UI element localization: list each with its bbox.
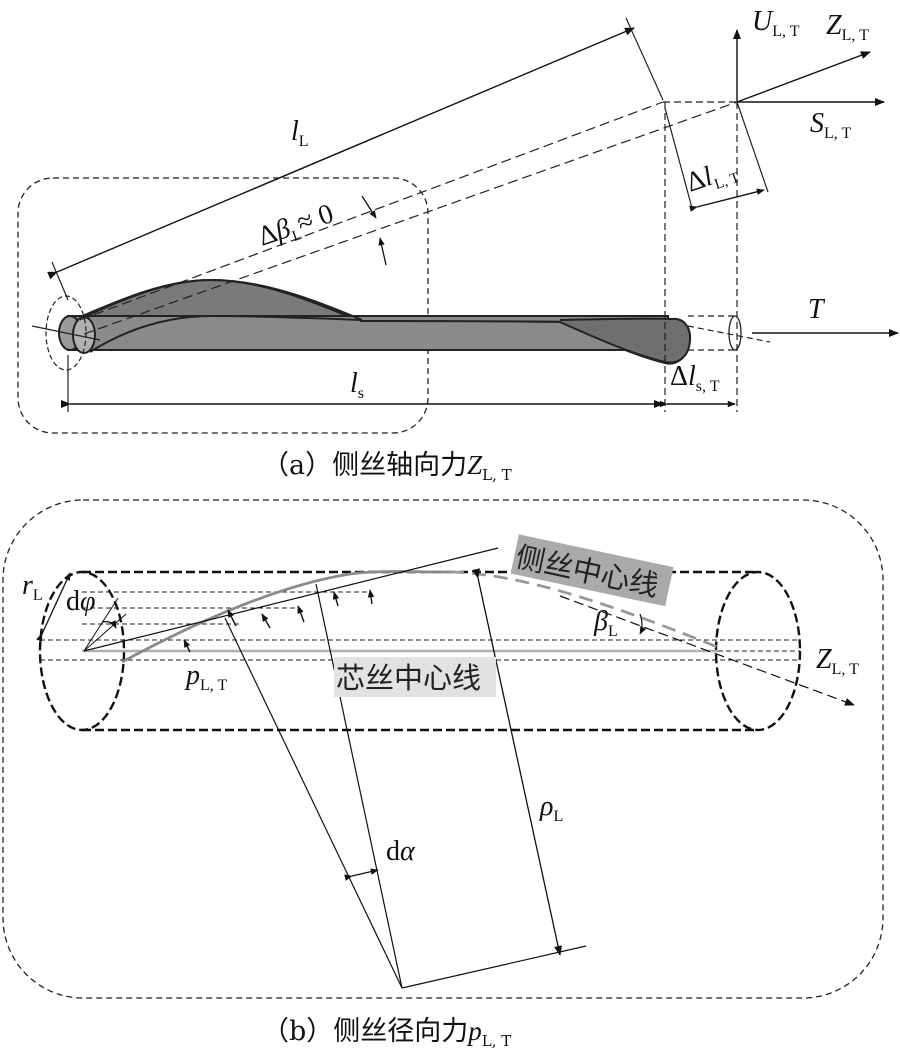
side-wire-centerline [121, 570, 451, 664]
radial-force-arrow [297, 605, 305, 623]
dphi-label: dφ [66, 586, 96, 617]
core-wire-centerline-label: 芯丝中心线 [336, 661, 481, 695]
rho-label: ρL [539, 791, 563, 825]
radius-line-2 [315, 583, 403, 989]
rL-dimension-line [36, 572, 71, 642]
tangent-line [83, 547, 499, 652]
rho-dimension-line [472, 568, 562, 956]
dalpha-label: dα [386, 836, 416, 867]
dlL-dimension-line [689, 188, 765, 212]
rL-label: rL [22, 570, 43, 604]
dlL-extension-left [664, 107, 693, 209]
core-wire-centerline-label-box [334, 657, 496, 697]
radius-line-1 [224, 617, 403, 989]
caption-b: （b）侧丝径向力pL, T [262, 1016, 511, 1050]
dbeta-label: ΔβL≈ 0 [254, 198, 338, 255]
lL-dimension-line [47, 27, 635, 280]
extended-wire-end [728, 315, 742, 351]
caption-a: （a）侧丝轴向力ZL, T [262, 450, 512, 484]
panel-a: T ls Δls, T lL ΔβL≈ 0 ΔlL, T UL, [17, 6, 899, 484]
axis-S-label: SL, T [810, 108, 851, 142]
dphi-arc [101, 620, 117, 629]
radial-force-arrow [367, 589, 375, 605]
radial-force-arrow [183, 639, 191, 653]
ls-label: ls [350, 368, 364, 402]
axis-Z [736, 51, 871, 103]
dlL-extension-right [736, 101, 769, 193]
panel-b: ρL dα rL dφ pL, T βL ZL, T 侧丝中心线 芯丝中心线 （… [2, 499, 884, 1050]
side-wire-front [359, 317, 692, 364]
side-wire-back-arc [81, 278, 363, 321]
axis-Z-label: ZL, T [826, 10, 869, 44]
axis-U-label: UL, T [752, 6, 800, 40]
radius-line-3 [401, 945, 587, 989]
zLT-label: ZL, T [816, 644, 859, 678]
betaL-arc [639, 613, 647, 635]
dbeta-arrow-bottom [378, 237, 387, 266]
dalpha-arrow [344, 868, 379, 881]
extended-wire-outline [688, 315, 734, 351]
dls-label: Δls, T [670, 361, 720, 395]
z-axis-line [559, 595, 855, 706]
pLT-label: pL, T [184, 660, 227, 694]
lL-extension-right [625, 17, 664, 101]
dbeta-arrow-top [361, 195, 377, 219]
dlL-label: ΔlL, T [682, 153, 742, 202]
side-wire-axis-line [79, 101, 664, 321]
lL-label: lL [291, 116, 309, 150]
dphi-ray-1 [83, 597, 119, 652]
betaL-label: βL [593, 606, 618, 640]
radial-force-arrow [332, 591, 340, 607]
tension-label: T [808, 294, 826, 325]
side-wire-axis-line-2 [83, 101, 738, 335]
radial-force-arrow [261, 613, 271, 629]
radial-force-arrow [227, 609, 237, 627]
extended-centerline [687, 325, 771, 343]
side-wire-centerline-label-box: 侧丝中心线 [510, 534, 674, 607]
centerline-stub [31, 325, 101, 341]
dphi-ray-2 [83, 613, 127, 652]
side-wire-inner-arc [89, 314, 363, 353]
panel-b-dashed-region [2, 499, 884, 999]
